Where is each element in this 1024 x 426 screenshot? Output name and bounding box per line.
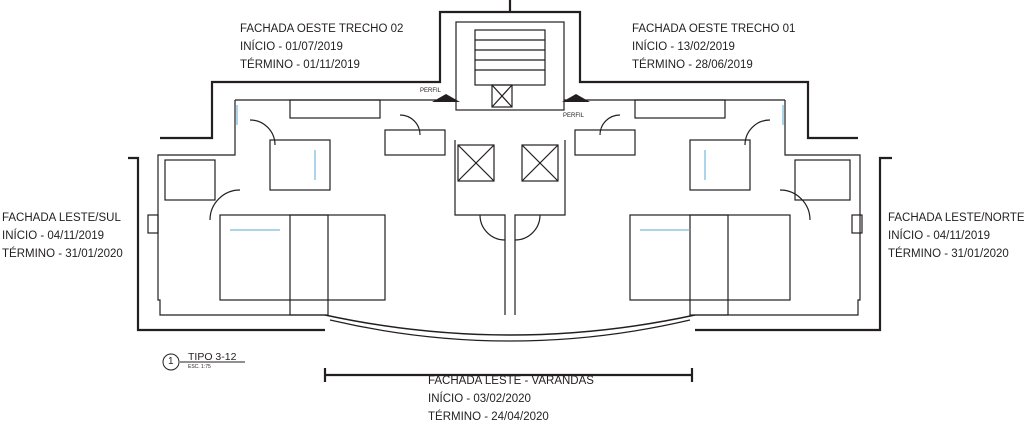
facade-end: TÉRMINO - 31/01/2020 [2,248,123,260]
plan-title: TIPO 3-12 [188,351,237,363]
facade-title: FACHADA LESTE/NORTE [888,212,1024,224]
window-lines [230,105,784,231]
facade-start: INÍCIO - 04/11/2019 [2,230,105,242]
perfil-arrow-right [562,94,590,102]
facade-start: INÍCIO - 03/02/2020 [428,393,531,405]
facade-end: TÉRMINO - 28/06/2019 [632,59,753,71]
facade-leste-sul-label: FACHADA LESTE/SUL INÍCIO - 04/11/2019 TÉ… [2,209,123,263]
facade-start: INÍCIO - 13/02/2019 [632,41,735,53]
plan-title-symbol [162,353,245,371]
facade-title: FACHADA OESTE TRECHO 02 [240,23,404,35]
plan-scale: ESC. 1:75 [188,364,211,370]
facade-outline [128,0,892,382]
facade-title: FACHADA LESTE/SUL [2,212,121,224]
facade-end: TÉRMINO - 31/01/2020 [888,248,1009,260]
plan-number: 1 [168,356,174,367]
facade-start: INÍCIO - 01/07/2019 [240,41,343,53]
building-walls [147,21,863,342]
facade-end: TÉRMINO - 24/04/2020 [428,411,549,423]
facade-end: TÉRMINO - 01/11/2019 [240,59,360,71]
perfil-label-right: PERFIL [563,113,585,119]
facade-leste-varandas-label: FACHADA LESTE - VARANDAS INÍCIO - 03/02/… [428,372,594,426]
facade-start: INÍCIO - 04/11/2019 [888,230,991,242]
facade-oeste-01-label: FACHADA OESTE TRECHO 01 INÍCIO - 13/02/2… [632,20,795,74]
perfil-arrow-left [432,94,460,102]
facade-oeste-02-label: FACHADA OESTE TRECHO 02 INÍCIO - 01/07/2… [240,20,403,74]
facade-leste-norte-label: FACHADA LESTE/NORTE INÍCIO - 04/11/2019 … [888,209,1024,263]
facade-title: FACHADA OESTE TRECHO 01 [632,23,796,35]
facade-title: FACHADA LESTE - VARANDAS [428,375,594,387]
perfil-label-left: PERFIL [420,88,442,94]
perfil-markers [432,94,590,102]
